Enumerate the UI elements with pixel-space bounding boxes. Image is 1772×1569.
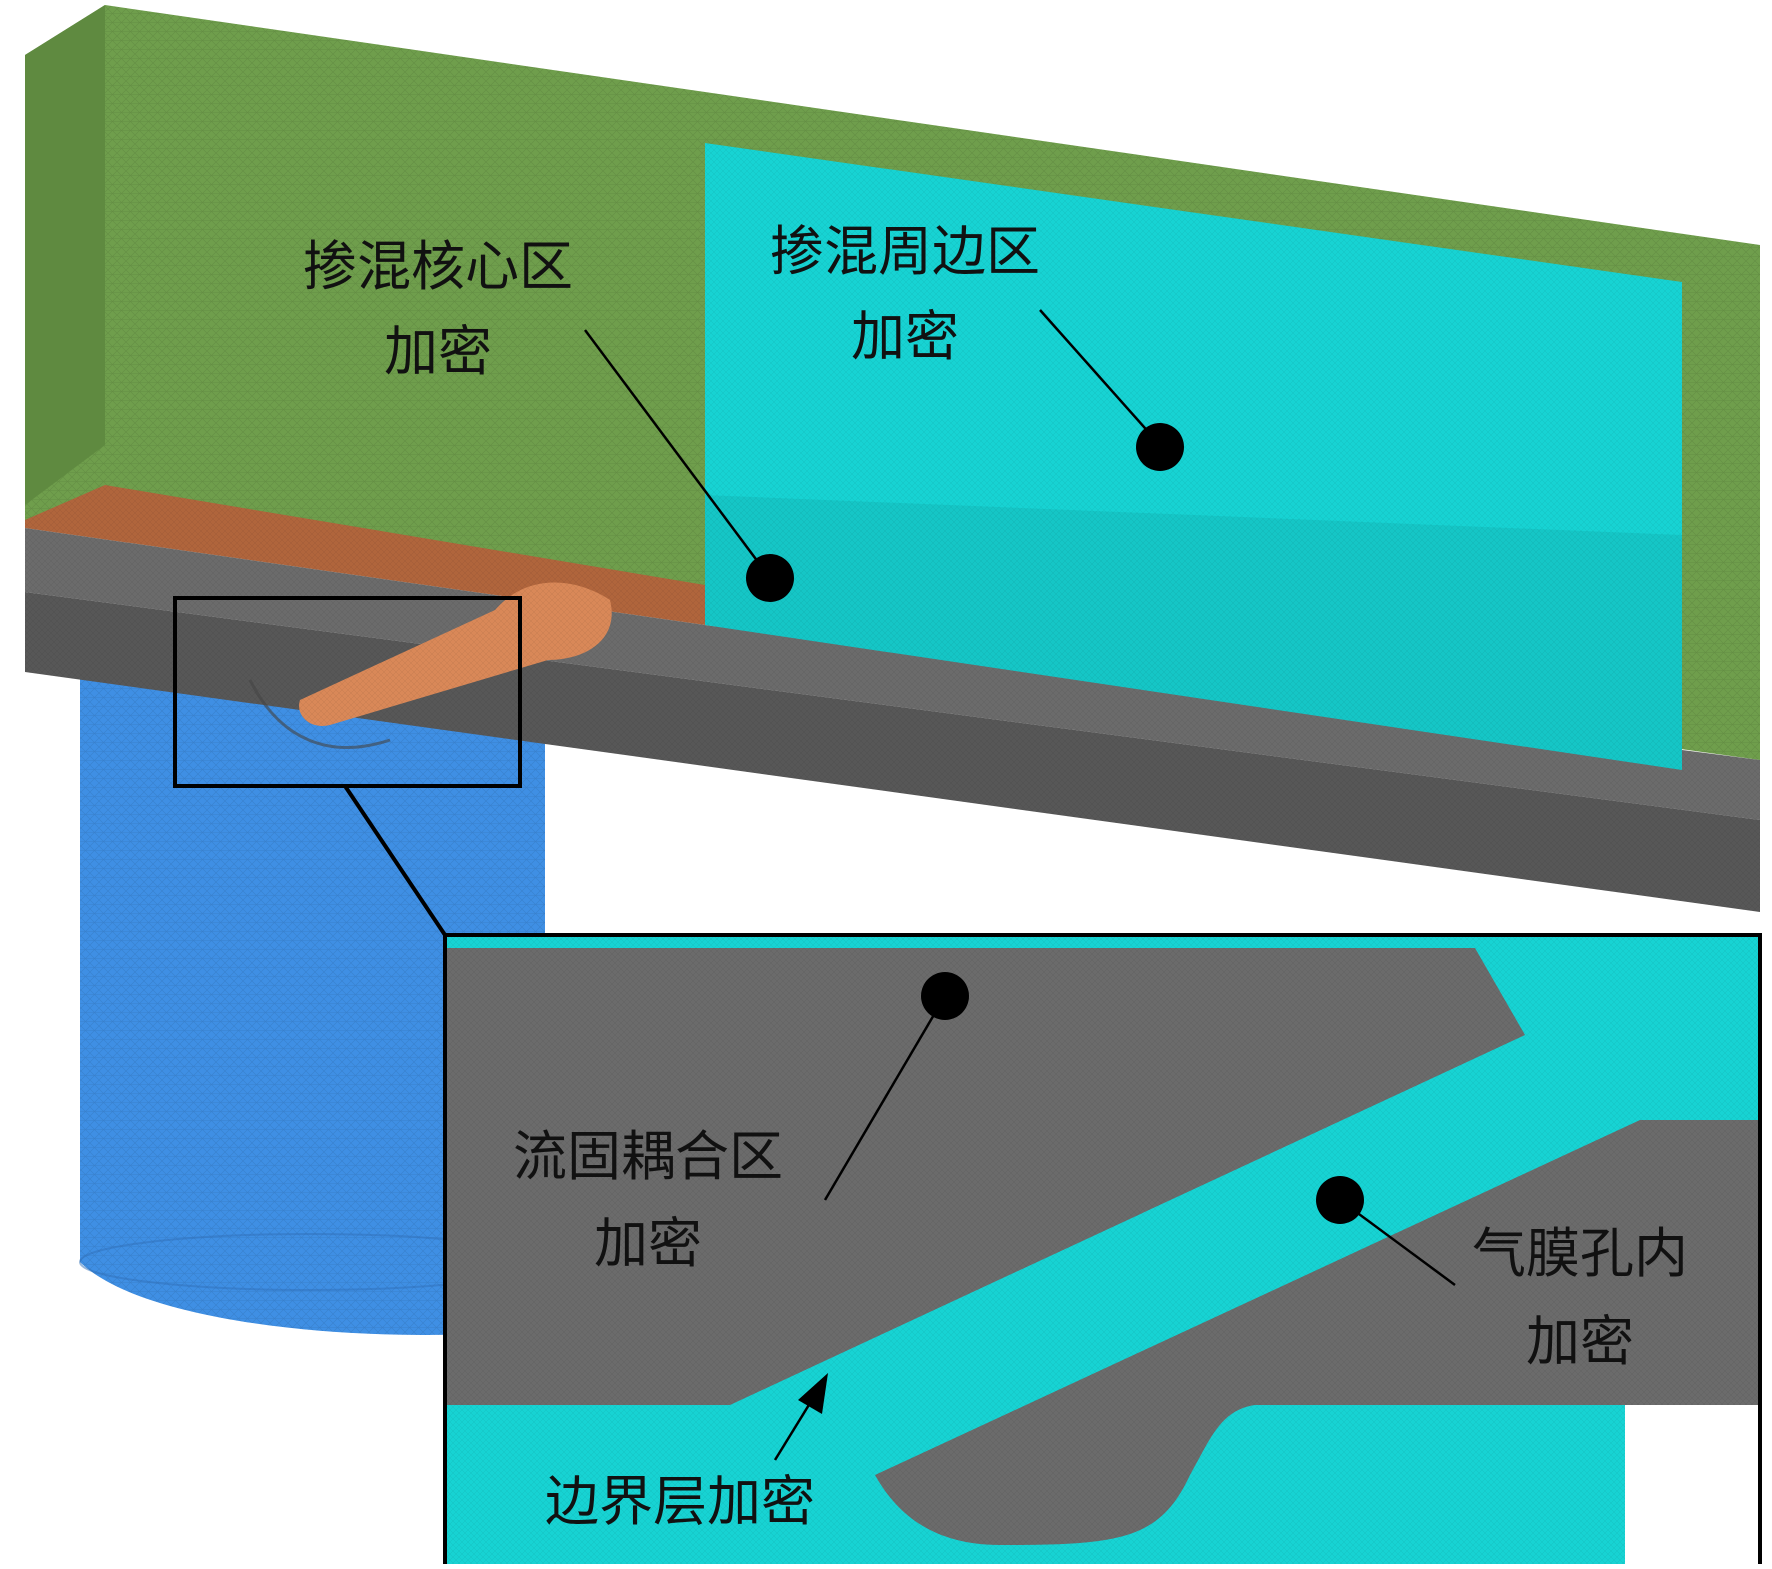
plenum-region (79, 672, 545, 1335)
zoom-indicator (173, 596, 522, 937)
label-mixing-core-line2: 加密 (384, 320, 492, 383)
zoom-connector-line (343, 784, 447, 937)
label-mixing-core-line1: 掺混核心区 (303, 235, 573, 298)
label-fsi-line2: 加密 (594, 1212, 702, 1275)
marker-core (746, 554, 794, 602)
leader-lines (583, 309, 1456, 1461)
label-fsi-line1: 流固耦合区 (513, 1125, 783, 1188)
label-mixing-periphery-line1: 掺混周边区 (770, 220, 1040, 283)
boundary-layer-arrowhead (798, 1373, 828, 1414)
marker-periphery (1136, 423, 1184, 471)
detail-inset (443, 933, 1762, 1569)
label-film-hole-line2: 加密 (1526, 1310, 1634, 1373)
film-hole-jet (248, 582, 612, 749)
marker-fsi (921, 972, 969, 1020)
leader-core (583, 329, 772, 579)
inset-frame (443, 933, 1762, 1569)
label-mixing-periphery-line2: 加密 (851, 305, 959, 368)
zoom-source-box (173, 596, 522, 788)
leader-fsi (823, 995, 947, 1201)
inset-blank-corner (1625, 1405, 1760, 1569)
labels: 掺混核心区 加密 掺混周边区 加密 流固耦合区 加密 气膜孔内 加密 边界层加密 (303, 220, 1688, 1533)
label-film-hole-line1: 气膜孔内 (1472, 1222, 1688, 1285)
solid-plate (25, 528, 1760, 912)
leader-periphery (1039, 309, 1161, 446)
markers (746, 423, 1364, 1224)
label-boundary-layer: 边界层加密 (545, 1470, 815, 1533)
mixing-periphery-region (705, 143, 1682, 770)
marker-film-hole (1316, 1176, 1364, 1224)
